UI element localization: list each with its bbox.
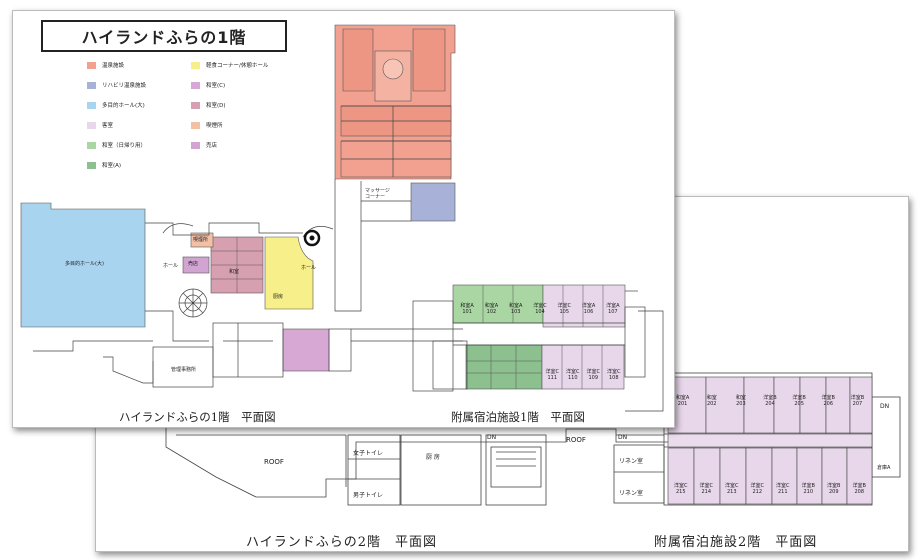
linen-room-1-label: リネン室	[619, 458, 644, 465]
room-label: 和室A 101	[460, 303, 474, 315]
dn-label-1: DN	[487, 434, 497, 441]
room-label: 洋室B 209	[827, 483, 841, 495]
shop-label: 売店	[188, 261, 199, 267]
hall-large-label: 多目的ホール(大)	[65, 261, 104, 267]
men-wc-label: 男子トイレ	[353, 492, 384, 499]
legend-item: 軽食コーナー/休憩ホール	[191, 61, 268, 69]
floor2-annex-caption: 附属宿泊施設2階 平面図	[654, 535, 818, 550]
room-label: 洋室B 205	[792, 395, 806, 407]
legend-swatch	[191, 141, 200, 149]
room-label: 洋室B 207	[850, 395, 865, 407]
legend-swatch	[87, 101, 96, 109]
kitchen2-label: 厨 房	[426, 454, 440, 461]
roof-label-2: ROOF	[566, 436, 586, 444]
legend-item: 喫煙所	[191, 121, 223, 129]
room-label: 洋室B 208	[852, 483, 866, 495]
legend-label: 喫煙所	[206, 123, 223, 129]
floor2-drawing	[165, 372, 901, 506]
legend-item: 和室(D)	[191, 101, 226, 109]
floor1-plan-sheet: ハイランドふらの1階 温泉施設リハビリ温泉施設多目的ホール(大)客室和室（日帰り…	[12, 10, 675, 428]
room-label: 和室A 103	[508, 303, 523, 315]
room-label: 洋室C 111	[545, 369, 560, 381]
women-wc-label: 女子トイレ	[353, 450, 384, 457]
room-label: 洋室C 215	[674, 483, 688, 495]
floor1-annex-caption: 附属宿泊施設1階 平面図	[451, 410, 585, 424]
legend-item: 和室(A)	[87, 161, 121, 169]
hall-label: ホール	[163, 263, 179, 269]
dn-label-3: DN	[880, 403, 890, 410]
legend-label: リハビリ温泉施設	[102, 83, 147, 89]
legend-item: リハビリ温泉施設	[87, 81, 146, 89]
legend-label: 和室(A)	[102, 163, 122, 169]
legend-swatch	[87, 161, 96, 169]
room-label: 洋室C 110	[566, 369, 580, 381]
legend-swatch	[87, 81, 96, 89]
storage-label: 倉庫A	[877, 465, 891, 471]
room-label: 洋室C 105	[557, 303, 572, 315]
room-label: 洋室C 104	[533, 303, 547, 315]
floor1-main-caption: ハイランドふらの1階 平面図	[119, 410, 276, 424]
legend-label: 和室(D)	[206, 103, 226, 109]
room-label: 洋室B 210	[801, 483, 815, 495]
legend-item: 和室（日帰り用）	[87, 141, 146, 149]
room-label: 洋室C 213	[725, 483, 739, 495]
legend-label: 軽食コーナー/休憩ホール	[206, 63, 269, 69]
kitchen-label: 厨房	[273, 294, 284, 300]
legend-swatch	[87, 121, 96, 129]
room-label: 和室 202	[706, 395, 717, 407]
office-label: 管理事務所	[171, 367, 197, 373]
room-label: 和室A 201	[675, 395, 690, 407]
legend-item: 温泉施設	[87, 61, 124, 69]
page-title: ハイランドふらの1階	[41, 20, 287, 52]
room-label: 和室 203	[735, 395, 746, 407]
legend-label: 和室(C)	[206, 83, 226, 89]
room-label: 洋室C 108	[607, 369, 621, 381]
legend-swatch	[191, 101, 200, 109]
smoking-label: 喫煙所	[193, 237, 209, 243]
legend-swatch	[87, 141, 96, 149]
legend-swatch	[191, 81, 200, 89]
legend-label: 売店	[206, 143, 218, 149]
washitsu-label: 和室	[229, 269, 240, 275]
legend-label: 客室	[102, 123, 114, 129]
legend-swatch	[87, 61, 96, 69]
room-label: 洋室A 107	[606, 303, 620, 315]
legend-swatch	[191, 61, 200, 69]
legend-item: 和室(C)	[191, 81, 225, 89]
roof-label-1: ROOF	[264, 458, 284, 466]
legend-item: 客室	[87, 121, 113, 129]
room-label: 洋室C 214	[699, 483, 714, 495]
legend-swatch	[191, 121, 200, 129]
room-label: 洋室C 212	[750, 483, 765, 495]
room-label: 洋室B 204	[763, 395, 777, 407]
legend-label: 温泉施設	[102, 63, 125, 69]
linen-room-2-label: リネン室	[619, 490, 644, 497]
room-label: 洋室B 206	[821, 395, 835, 407]
room-label: 洋室C 211	[776, 483, 790, 495]
legend-item: 多目的ホール(大)	[87, 101, 145, 109]
floor1-drawing	[20, 24, 664, 412]
hall2-label: ホール	[301, 265, 317, 271]
floor2-main-caption: ハイランドふらの2階 平面図	[246, 535, 438, 550]
legend-item: 売店	[191, 141, 217, 149]
room-label: 洋室C 109	[586, 369, 601, 381]
room-label: 和室A 102	[484, 303, 499, 315]
legend-label: 和室（日帰り用）	[102, 143, 147, 149]
room-label: 洋室A 106	[581, 303, 596, 315]
legend-label: 多目的ホール(大)	[102, 103, 145, 109]
dn-label-2: DN	[618, 434, 628, 441]
massage-label: マッサージ コーナー	[365, 188, 390, 200]
